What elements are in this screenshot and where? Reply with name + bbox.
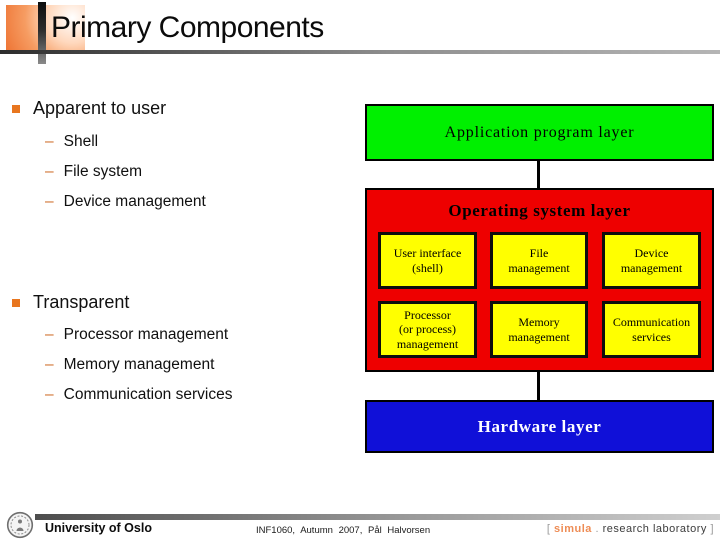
page-title: Primary Components [51, 11, 324, 44]
list-item-label: Device management [63, 193, 206, 210]
os-box-file-management: File management [490, 232, 588, 289]
application-program-layer-box: Application program layer [365, 104, 714, 161]
simula-lab-logo: [ simula . research laboratory ] [547, 523, 714, 535]
dash-bullet-icon: – [45, 386, 54, 403]
bullet-square-icon [12, 105, 20, 113]
dash-bullet-icon: – [45, 163, 54, 180]
os-box-communication-services: Communication services [602, 301, 701, 358]
list-item: –Communication services [45, 386, 232, 404]
dash-bullet-icon: – [45, 356, 54, 373]
simula-bracket-close: ] [710, 523, 714, 535]
list-item: –Shell [45, 133, 98, 151]
connector-line-os-hw [537, 372, 540, 400]
footer-institution-label: University of Oslo [45, 521, 152, 535]
simula-research-laboratory: research laboratory [602, 523, 707, 535]
simula-bracket-open: [ [546, 523, 551, 535]
list-item: –Processor management [45, 326, 228, 344]
list-item-label: File system [63, 163, 142, 180]
os-box-memory-management: Memory management [490, 301, 588, 358]
bullet-group-transparent-label: Transparent [33, 292, 130, 312]
connector-line-app-os [537, 161, 540, 188]
list-item: –Device management [45, 193, 206, 211]
os-box-user-interface: User interface (shell) [378, 232, 477, 289]
footer-course-info: INF1060, Autumn 2007, Pål Halvorsen [256, 525, 431, 536]
list-item-label: Shell [63, 133, 99, 150]
list-item: –File system [45, 163, 142, 181]
os-box-device-management: Device management [602, 232, 701, 289]
operating-system-layer-title: Operating system layer [448, 201, 631, 220]
list-item-label: Memory management [63, 356, 215, 373]
dash-bullet-icon: – [45, 193, 54, 210]
footer-gradient-bar [35, 514, 720, 520]
list-item-label: Processor management [63, 326, 229, 343]
os-box-processor-management: Processor (or process) management [378, 301, 477, 358]
university-of-oslo-seal-icon [6, 511, 34, 539]
dash-bullet-icon: – [45, 133, 54, 150]
operating-system-layer-box: Operating system layer User interface (s… [365, 188, 714, 372]
title-underline-rule [0, 50, 720, 54]
bullet-group-apparent-label: Apparent to user [33, 98, 167, 118]
list-item: –Memory management [45, 356, 214, 374]
hardware-layer-box: Hardware layer [365, 400, 714, 453]
dash-bullet-icon: – [45, 326, 54, 343]
list-item-label: Communication services [63, 386, 233, 403]
simula-dot: . [595, 523, 600, 535]
simula-name: simula [554, 523, 592, 535]
bullet-square-icon [12, 299, 20, 307]
title-vertical-bar [38, 2, 46, 64]
